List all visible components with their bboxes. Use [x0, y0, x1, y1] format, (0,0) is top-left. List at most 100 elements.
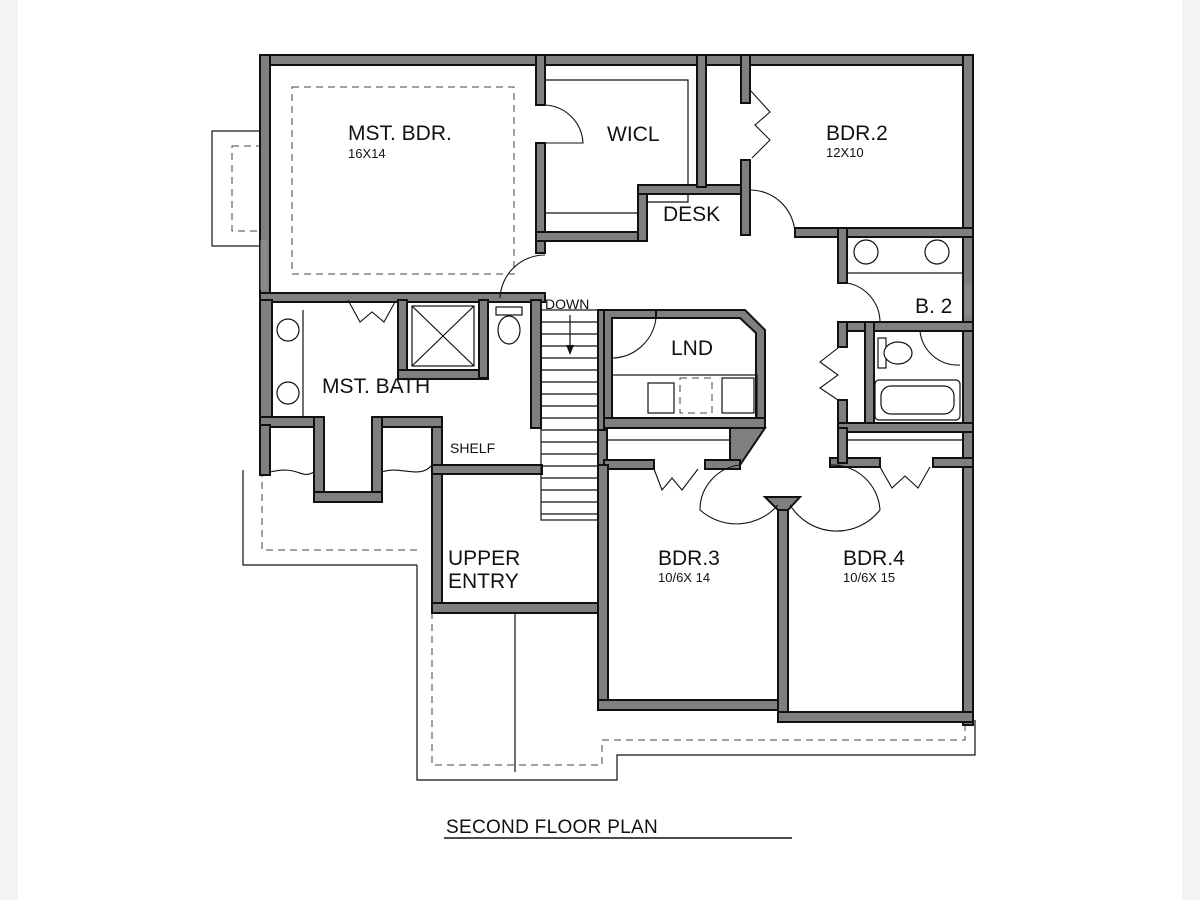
bedroom4-dims: 10/6X 15 — [843, 570, 895, 585]
bay-window-outline — [211, 130, 263, 247]
wall-bedroom4-north-left — [829, 457, 881, 468]
desk-name: DESK — [663, 203, 720, 226]
bath2-name: B. 2 — [915, 295, 952, 318]
fixtures — [276, 236, 964, 421]
bedroom2-name: BDR.2 — [826, 122, 888, 145]
wall-hatching — [260, 240, 972, 315]
stairs: DOWN — [540, 296, 599, 521]
wall-closet-west-top — [535, 54, 546, 106]
wall-bath2-south — [837, 321, 974, 332]
bath2-toilet-bowl — [883, 341, 913, 365]
wall-closet-west-bottom — [535, 142, 546, 254]
wall-bedroom3-south — [597, 699, 789, 711]
closet-door-swing — [544, 104, 584, 144]
closet-shelf-line — [545, 79, 689, 214]
bedroom4-closet-bifold — [879, 466, 931, 489]
bedroom3-dims: 10/6X 14 — [658, 570, 710, 585]
door-swings — [269, 89, 961, 532]
wall-bedroom3-north-left — [603, 459, 655, 470]
wall-bump-west — [313, 416, 325, 503]
balcony-inner — [261, 470, 417, 551]
wall-shelf-south — [431, 464, 543, 475]
bath2-tub-inner — [880, 385, 955, 415]
right-margin-rail — [1182, 0, 1200, 900]
master-bath-sink-upper — [276, 318, 300, 342]
laundry-name: LND — [671, 337, 713, 360]
laundry-door-swing — [611, 317, 657, 359]
bath2-sink-right — [924, 239, 950, 265]
bedroom2-bifold-door — [749, 89, 771, 159]
dryer — [721, 377, 755, 414]
master-bath-sink-lower — [276, 381, 300, 405]
master-bedroom-dims: 16X14 — [348, 146, 386, 161]
linen-bifold-door — [819, 347, 839, 401]
wall-bedroom4-south — [777, 711, 974, 723]
balcony-door-left — [269, 469, 315, 475]
wall-bath2-bottom — [837, 422, 974, 433]
washer — [679, 377, 713, 414]
wall-laundry-south — [603, 417, 766, 429]
wall-stair-west — [530, 299, 542, 429]
upper-entry-line2: ENTRY — [448, 570, 519, 593]
left-margin-rail — [0, 0, 18, 900]
bath2-inner-door-swing — [919, 330, 961, 366]
master-bedroom-name: MST. BDR. — [348, 122, 452, 145]
bath2-vanity — [846, 236, 964, 274]
wall-bedroom4-closet-west — [837, 427, 848, 464]
wall-shower-east — [478, 299, 489, 379]
wall-shower-west — [397, 299, 408, 379]
bedroom3-door-swing — [699, 464, 779, 525]
walk-in-closet-name: WICL — [607, 123, 660, 146]
wall-north — [259, 54, 974, 66]
wall-bedroom4-north-right — [932, 457, 974, 468]
laundry-sink — [647, 382, 675, 414]
bath2-door-swing — [846, 282, 881, 323]
bedroom4-door-swing — [789, 464, 881, 532]
master-bedroom-ceiling-outline — [291, 86, 515, 275]
wall-east — [962, 54, 974, 726]
wall-bump-east — [371, 416, 383, 503]
wall-bedroom2-west-bottom — [740, 159, 751, 236]
stair-label: DOWN — [545, 296, 589, 312]
wall-bedroom2-west-top — [740, 54, 751, 104]
bay-window-inner — [231, 145, 263, 232]
exterior-outlines — [211, 79, 976, 781]
master-toilet-tank — [495, 306, 523, 316]
wall-master-bath-west — [259, 299, 273, 426]
walls — [259, 54, 974, 726]
wall-desk-north — [637, 184, 749, 195]
wall-bedroom3-north-right — [704, 459, 741, 470]
room-labels: MST. BDR. 16X14 WICL BDR.2 12X10 DESK B.… — [322, 122, 952, 593]
plan-title-group: SECOND FLOOR PLAN — [444, 817, 792, 839]
bath2-sink-left — [853, 239, 879, 265]
wall-bath2-tub-west — [864, 321, 875, 428]
balcony-door-right — [381, 464, 433, 473]
wall-bedroom-divider — [777, 499, 789, 723]
wall-closet-south — [535, 231, 647, 242]
bedroom3-closet-bifold — [653, 468, 699, 492]
upper-entry-line1: UPPER — [448, 547, 520, 570]
wall-bedroom3-west — [597, 464, 609, 711]
shower-diagonal-b — [411, 305, 475, 367]
shelf-name: SHELF — [450, 440, 495, 456]
wall-bedroom2-south — [794, 227, 974, 238]
master-bath-bifold-door — [347, 299, 396, 323]
balcony-outline — [242, 470, 417, 566]
master-bedroom-door-swing — [499, 254, 546, 299]
wall-closet-left — [259, 424, 271, 476]
bedroom3-name: BDR.3 — [658, 547, 720, 570]
stair-arrow-head — [566, 345, 574, 355]
porch-roof-inner — [431, 612, 966, 766]
wall-bump-south — [313, 491, 383, 503]
wall-linen-north — [837, 321, 848, 348]
closet-shelves — [441, 427, 963, 465]
bedroom2-dims: 12X10 — [826, 145, 864, 160]
stair-outline — [540, 309, 599, 521]
wall-divider-cap — [762, 496, 803, 511]
bedroom2-door-swing — [749, 189, 796, 236]
laundry-counter — [611, 374, 758, 419]
plan-title: SECOND FLOOR PLAN — [446, 817, 658, 838]
bedroom4-name: BDR.4 — [843, 547, 905, 570]
